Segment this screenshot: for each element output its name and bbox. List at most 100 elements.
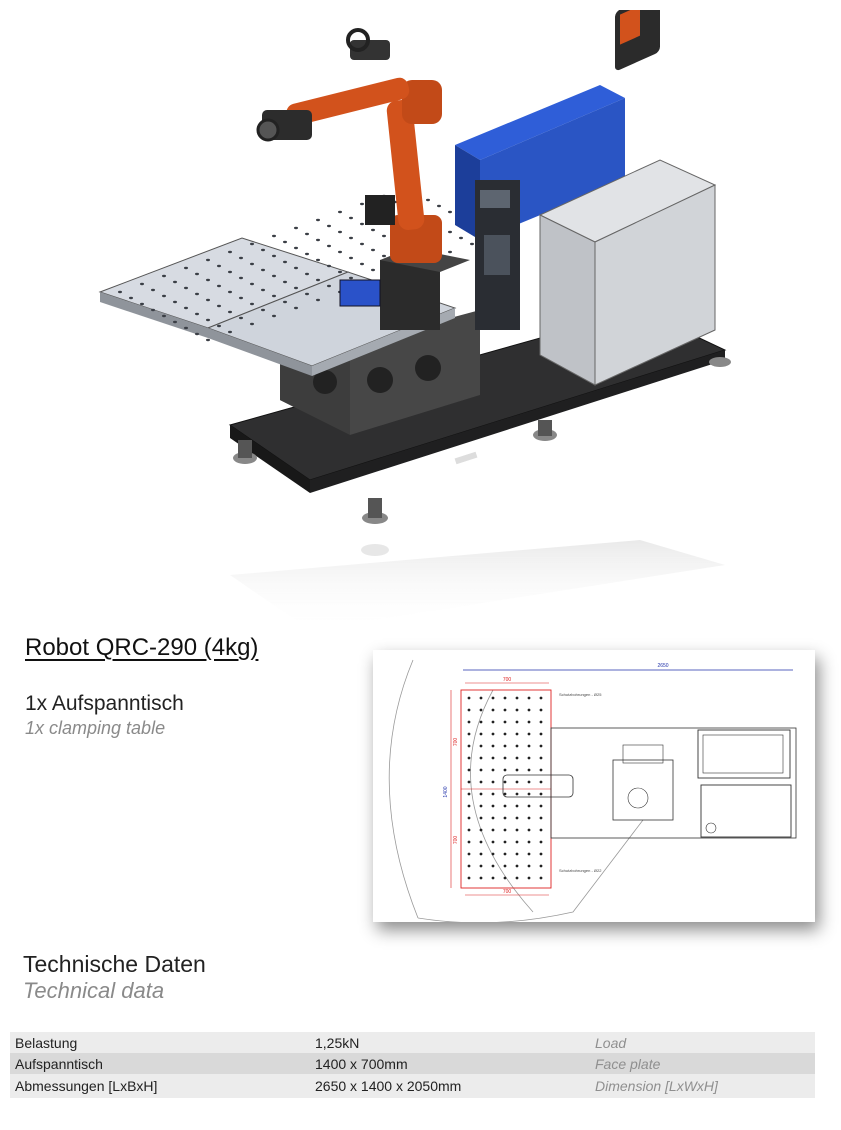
table-hole: [503, 876, 507, 880]
plate-hole: [239, 256, 243, 260]
table-hole: [479, 816, 483, 820]
dim-top-700: 700: [503, 677, 512, 683]
plate-hole: [283, 280, 287, 284]
spec-label-de: Belastung: [10, 1032, 310, 1053]
table-hole: [515, 696, 519, 700]
table-hole: [467, 756, 471, 760]
table-hole: [515, 804, 519, 808]
dim-left-1400: 1400: [443, 786, 449, 797]
plate-hole: [195, 332, 199, 336]
plate-hole: [305, 232, 309, 236]
table-hole: [503, 864, 507, 868]
table-hole: [467, 852, 471, 856]
product-title: Robot QRC-290 (4kg): [25, 634, 259, 661]
table-hole: [539, 816, 543, 820]
table-hole: [491, 852, 495, 856]
table-hole: [467, 744, 471, 748]
table-hole: [527, 780, 531, 784]
table-hole: [467, 696, 471, 700]
table-hole: [515, 852, 519, 856]
table-hole: [491, 828, 495, 832]
plate-hole: [118, 290, 122, 294]
table-hole: [491, 732, 495, 736]
table-hole: [503, 840, 507, 844]
table-hole: [491, 840, 495, 844]
plate-hole: [239, 296, 243, 300]
plate-hole: [206, 338, 210, 342]
plate-hole: [151, 288, 155, 292]
plate-hole: [349, 256, 353, 260]
plate-hole: [283, 300, 287, 304]
plate-hole: [448, 250, 452, 254]
technical-drawing: 2650 700 700 1400 700 700 Schutzbohrunge…: [373, 650, 815, 922]
control-cabinet: [538, 10, 717, 386]
plate-hole: [250, 242, 254, 246]
plate-hole: [261, 268, 265, 272]
table-hole: [479, 732, 483, 736]
plate-hole: [272, 294, 276, 298]
plate-hole: [316, 238, 320, 242]
plate-hole: [371, 268, 375, 272]
table-hole: [479, 780, 483, 784]
render-reflection: [230, 540, 725, 630]
dim-upper-700: 700: [453, 738, 459, 747]
table-hole: [527, 792, 531, 796]
table-hole: [479, 852, 483, 856]
plate-hole: [206, 278, 210, 282]
table-hole: [479, 720, 483, 724]
plate-hole: [217, 264, 221, 268]
plate-hole: [261, 248, 265, 252]
table-hole: [467, 768, 471, 772]
table-hole: [515, 816, 519, 820]
plate-hole: [360, 242, 364, 246]
clamping-label-en: 1x clamping table: [25, 718, 166, 738]
spec-label-en: Dimension [LxWxH]: [590, 1074, 815, 1098]
table-hole: [479, 804, 483, 808]
blue-cabinet: [455, 85, 625, 330]
table-hole: [527, 732, 531, 736]
plate-hole: [195, 292, 199, 296]
table-hole: [527, 768, 531, 772]
plate-hole: [217, 324, 221, 328]
plate-hole: [184, 306, 188, 310]
table-hole: [539, 732, 543, 736]
table-hole: [515, 768, 519, 772]
plate-hole: [305, 272, 309, 276]
plate-hole: [327, 264, 331, 268]
plate-hole: [228, 270, 232, 274]
table-hole: [491, 804, 495, 808]
plate-hole: [305, 292, 309, 296]
spec-label-de: Aufspanntisch: [10, 1053, 310, 1074]
table-hole: [515, 732, 519, 736]
note-bottom: Schutzbohrungen - Ø22: [559, 868, 602, 873]
plate-hole: [250, 262, 254, 266]
plate-hole: [349, 236, 353, 240]
table-hole: [527, 720, 531, 724]
plate-hole: [360, 202, 364, 206]
plate-hole: [217, 284, 221, 288]
table-hole: [479, 756, 483, 760]
clamping-label-de: 1x Aufspanntisch: [25, 692, 184, 715]
table-hole: [515, 876, 519, 880]
plate-hole: [272, 234, 276, 238]
plate-hole: [162, 314, 166, 318]
table-hole: [503, 720, 507, 724]
table-hole: [503, 780, 507, 784]
plate-hole: [294, 226, 298, 230]
table-hole: [515, 864, 519, 868]
table-hole: [539, 768, 543, 772]
table-hole: [503, 852, 507, 856]
plate-hole: [173, 320, 177, 324]
plate-hole: [173, 300, 177, 304]
table-hole: [515, 708, 519, 712]
plate-hole: [228, 310, 232, 314]
plate-hole: [437, 204, 441, 208]
plate-hole: [129, 296, 133, 300]
spec-label-en: Face plate: [590, 1053, 815, 1074]
plate-hole: [459, 236, 463, 240]
table-hole: [467, 804, 471, 808]
table-hole: [515, 828, 519, 832]
plate-hole: [184, 326, 188, 330]
technical-heading-de: Technische Daten: [23, 951, 206, 977]
table-hole: [503, 732, 507, 736]
